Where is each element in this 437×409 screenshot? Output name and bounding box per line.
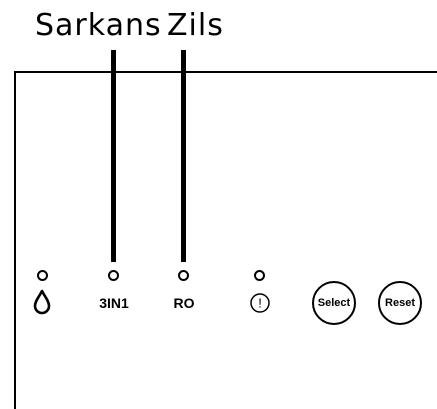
indicator-label-3in1: 3IN1 (99, 295, 129, 311)
led-ro-indicator (178, 270, 189, 281)
indicator-label-ro: RO (173, 295, 195, 311)
select-button-label: Select (317, 297, 351, 309)
panel-top-edge (14, 71, 437, 73)
select-button[interactable]: Select (312, 281, 356, 325)
led-3in1-indicator (108, 270, 119, 281)
panel-left-edge (14, 71, 16, 409)
callout-label-buzzer: Zils (167, 8, 224, 43)
reset-button-label: Reset (385, 297, 415, 309)
callout-label-red: Sarkans (35, 8, 162, 43)
led-alert-indicator (254, 270, 265, 281)
reset-button[interactable]: Reset (378, 281, 422, 325)
led-water-indicator (37, 270, 48, 281)
water-drop-icon (32, 289, 52, 315)
alert-symbol: ! (258, 296, 262, 311)
leader-line-red (111, 50, 116, 262)
alert-icon: ! (249, 292, 271, 314)
leader-line-buzzer (181, 50, 186, 262)
